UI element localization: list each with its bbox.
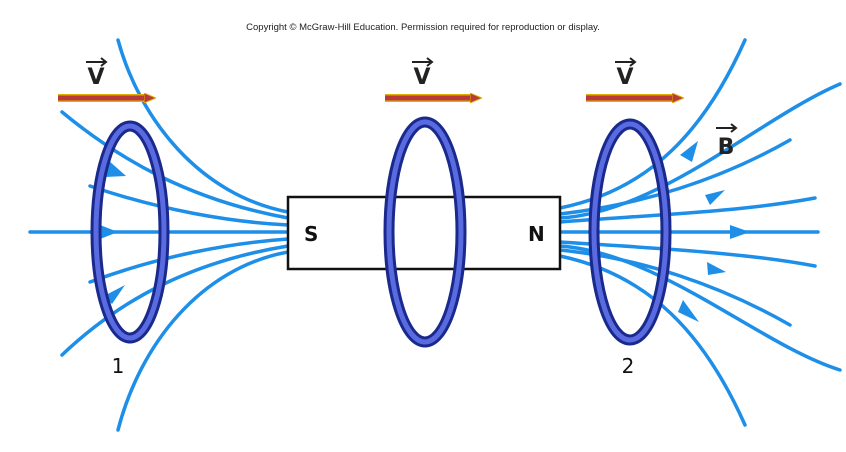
- field-arrow-icon: [705, 190, 725, 205]
- loop-number: 1: [112, 354, 125, 378]
- field-arrow-icon: [680, 141, 698, 162]
- field-arrow-icon: [100, 225, 118, 239]
- velocity-label: V: [87, 65, 104, 90]
- north-pole-label: N: [528, 222, 545, 246]
- velocity-arrow-2: V: [385, 57, 472, 98]
- velocity-arrow-1: V: [58, 57, 146, 98]
- copyright-notice: Copyright © McGraw-Hill Education. Permi…: [246, 22, 600, 33]
- field-arrow-icon: [105, 160, 126, 177]
- vector-arrow-icon: [716, 123, 738, 133]
- loop-2: 2: [588, 118, 672, 378]
- loop-middle: [383, 116, 467, 348]
- vector-arrow-icon: [412, 57, 434, 67]
- field-line: [558, 254, 747, 427]
- magnet-body: [286, 195, 562, 271]
- loop-1: 1: [90, 120, 170, 378]
- bar-magnet: S N: [286, 195, 562, 271]
- south-pole-label: S: [304, 222, 318, 246]
- field-arrow-icon: [730, 225, 750, 239]
- velocity-label: V: [413, 65, 430, 90]
- loop-ring-highlight: [591, 121, 669, 343]
- vector-arrow-icon: [615, 57, 637, 67]
- field-arrow-icon: [707, 262, 726, 275]
- field-direction-arrows: [100, 141, 750, 322]
- loop-ring-highlight: [93, 123, 167, 341]
- field-line: [558, 38, 747, 210]
- field-line: [116, 38, 290, 214]
- vector-arrow-icon: [86, 57, 108, 67]
- field-line: [88, 184, 290, 227]
- field-arrow-icon: [678, 300, 699, 322]
- velocity-label: V: [616, 65, 633, 90]
- field-line: [88, 237, 290, 284]
- magnetic-field-label: B: [718, 135, 735, 160]
- magnetic-field-label-group: B: [716, 123, 738, 160]
- field-line: [116, 250, 290, 432]
- loop-number: 2: [622, 354, 635, 378]
- loop-ring-highlight: [386, 119, 464, 345]
- velocity-arrow-3: V: [586, 57, 674, 98]
